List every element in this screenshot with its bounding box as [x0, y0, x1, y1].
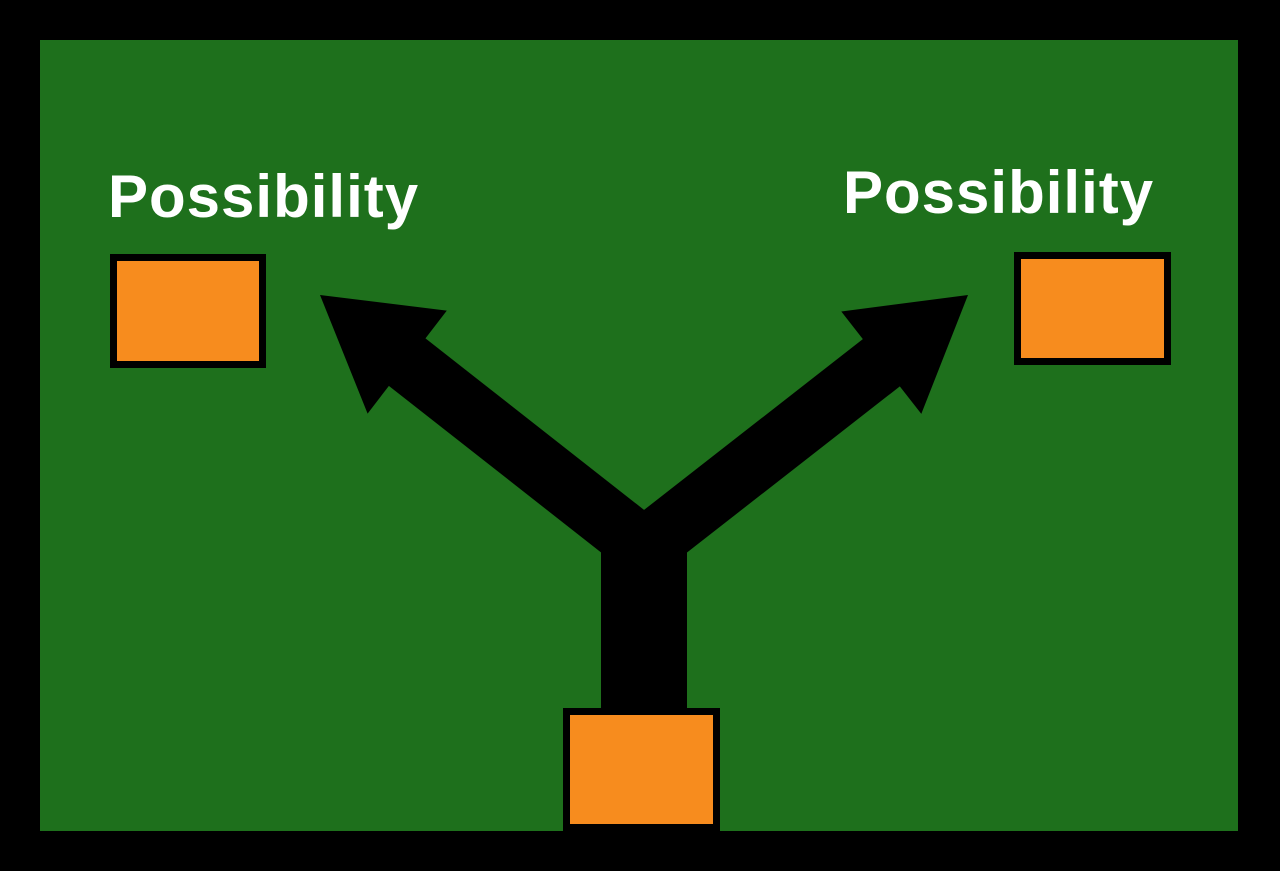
- arrow-right-head-icon: [841, 295, 968, 414]
- arrow-left-head-icon: [320, 295, 447, 414]
- arrow-right-shaft: [601, 320, 924, 591]
- possibility-label-right: Possibility: [843, 159, 1155, 226]
- option-box-right: [1014, 252, 1171, 365]
- start-box: [563, 708, 720, 831]
- option-box-left: [110, 254, 266, 368]
- y-arrow-icon: [320, 295, 968, 714]
- arrow-left-shaft: [364, 319, 687, 591]
- possibility-label-left: Possibility: [108, 163, 420, 230]
